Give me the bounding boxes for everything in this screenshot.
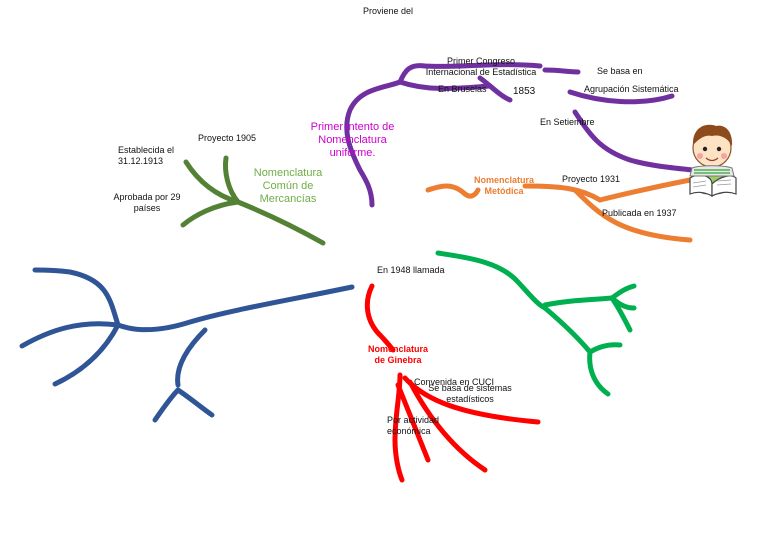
- purple-main-label: Primer intento de Nomenclatura uniforme.: [310, 121, 395, 159]
- olive-main-label: Nomenclatura Común de Mercancías: [253, 167, 323, 205]
- bright-green-branch-lines: [435, 250, 637, 397]
- project-1931-label: Proyecto 1931: [562, 174, 621, 184]
- blue-left-branch: [19, 321, 121, 349]
- purple-brussels-branch: [397, 79, 493, 91]
- olive-stem: [235, 199, 326, 246]
- red-branch-lines: [364, 283, 541, 483]
- orange-stem: [425, 183, 481, 199]
- orange-main-branch: [522, 183, 603, 203]
- approved-label: Aprobada por 29 países: [113, 192, 181, 213]
- olive-branch-lines: [180, 155, 326, 246]
- bgreen-fork-bottom: [609, 295, 633, 333]
- based-label: Se basa de sistemas estadísticos: [428, 383, 512, 404]
- blue-fork-right: [175, 387, 215, 418]
- september-label: En Setiembre: [540, 117, 595, 127]
- page-title: Proviene del: [363, 6, 414, 16]
- blue-low-branch: [175, 327, 208, 388]
- olive-approved-branch: [180, 199, 241, 228]
- brussels-label: En Bruselas: [438, 84, 487, 94]
- based-on-label: Se basa en: [597, 66, 643, 76]
- converted-label: Convenida en CUCI: [414, 377, 495, 387]
- published-label: Publicada en 1937: [602, 208, 677, 218]
- bgreen-lower-fork: [587, 342, 623, 355]
- blue-stem: [115, 284, 355, 333]
- congress-label: Primer Congreso Internacional de Estadís…: [425, 56, 537, 77]
- orange-branch-lines: [425, 177, 693, 243]
- blue-branch-lines: [19, 267, 355, 423]
- purple-september-branch: [572, 109, 695, 173]
- bgreen-fork-top: [609, 283, 637, 301]
- olive-established-branch: [183, 159, 241, 205]
- bgreen-stem: [435, 250, 548, 311]
- blue-top-branch: [32, 267, 121, 328]
- activity-label: Por actividad económica: [387, 415, 440, 436]
- bgreen-upper-branch: [542, 295, 615, 308]
- red-top-stem: [364, 283, 396, 353]
- purple-congress-branch: [397, 62, 543, 85]
- orange-published-branch: [572, 187, 693, 243]
- project-1905-label: Proyecto 1905: [198, 133, 257, 143]
- red-activity-branch: [395, 382, 431, 463]
- bgreen-lower-tail: [587, 349, 611, 397]
- boy-reading-icon: [689, 124, 737, 198]
- blue-bottom-left-branch: [52, 322, 121, 387]
- bgreen-lower-branch: [542, 305, 593, 355]
- purple-branch-lines: [344, 62, 695, 208]
- orange-top-branch: [597, 177, 693, 203]
- red-main-label: Nomenclatura de Ginebra: [367, 344, 429, 365]
- purple-grouping-branch: [567, 89, 675, 105]
- orange-main-label: Nomenclatura Metódica: [473, 175, 535, 196]
- red-based-branch: [407, 379, 488, 473]
- purple-based-branch: [542, 67, 581, 75]
- purple-stem: [344, 79, 403, 208]
- established-label: Establecida el 31.12.1913: [118, 145, 175, 166]
- year-label: 1853: [513, 86, 536, 97]
- purple-year-branch: [477, 75, 513, 103]
- blue-fork-left: [152, 387, 181, 423]
- grouping-label: Agrupación Sistemática: [584, 84, 679, 94]
- called-label: En 1948 llamada: [377, 265, 445, 275]
